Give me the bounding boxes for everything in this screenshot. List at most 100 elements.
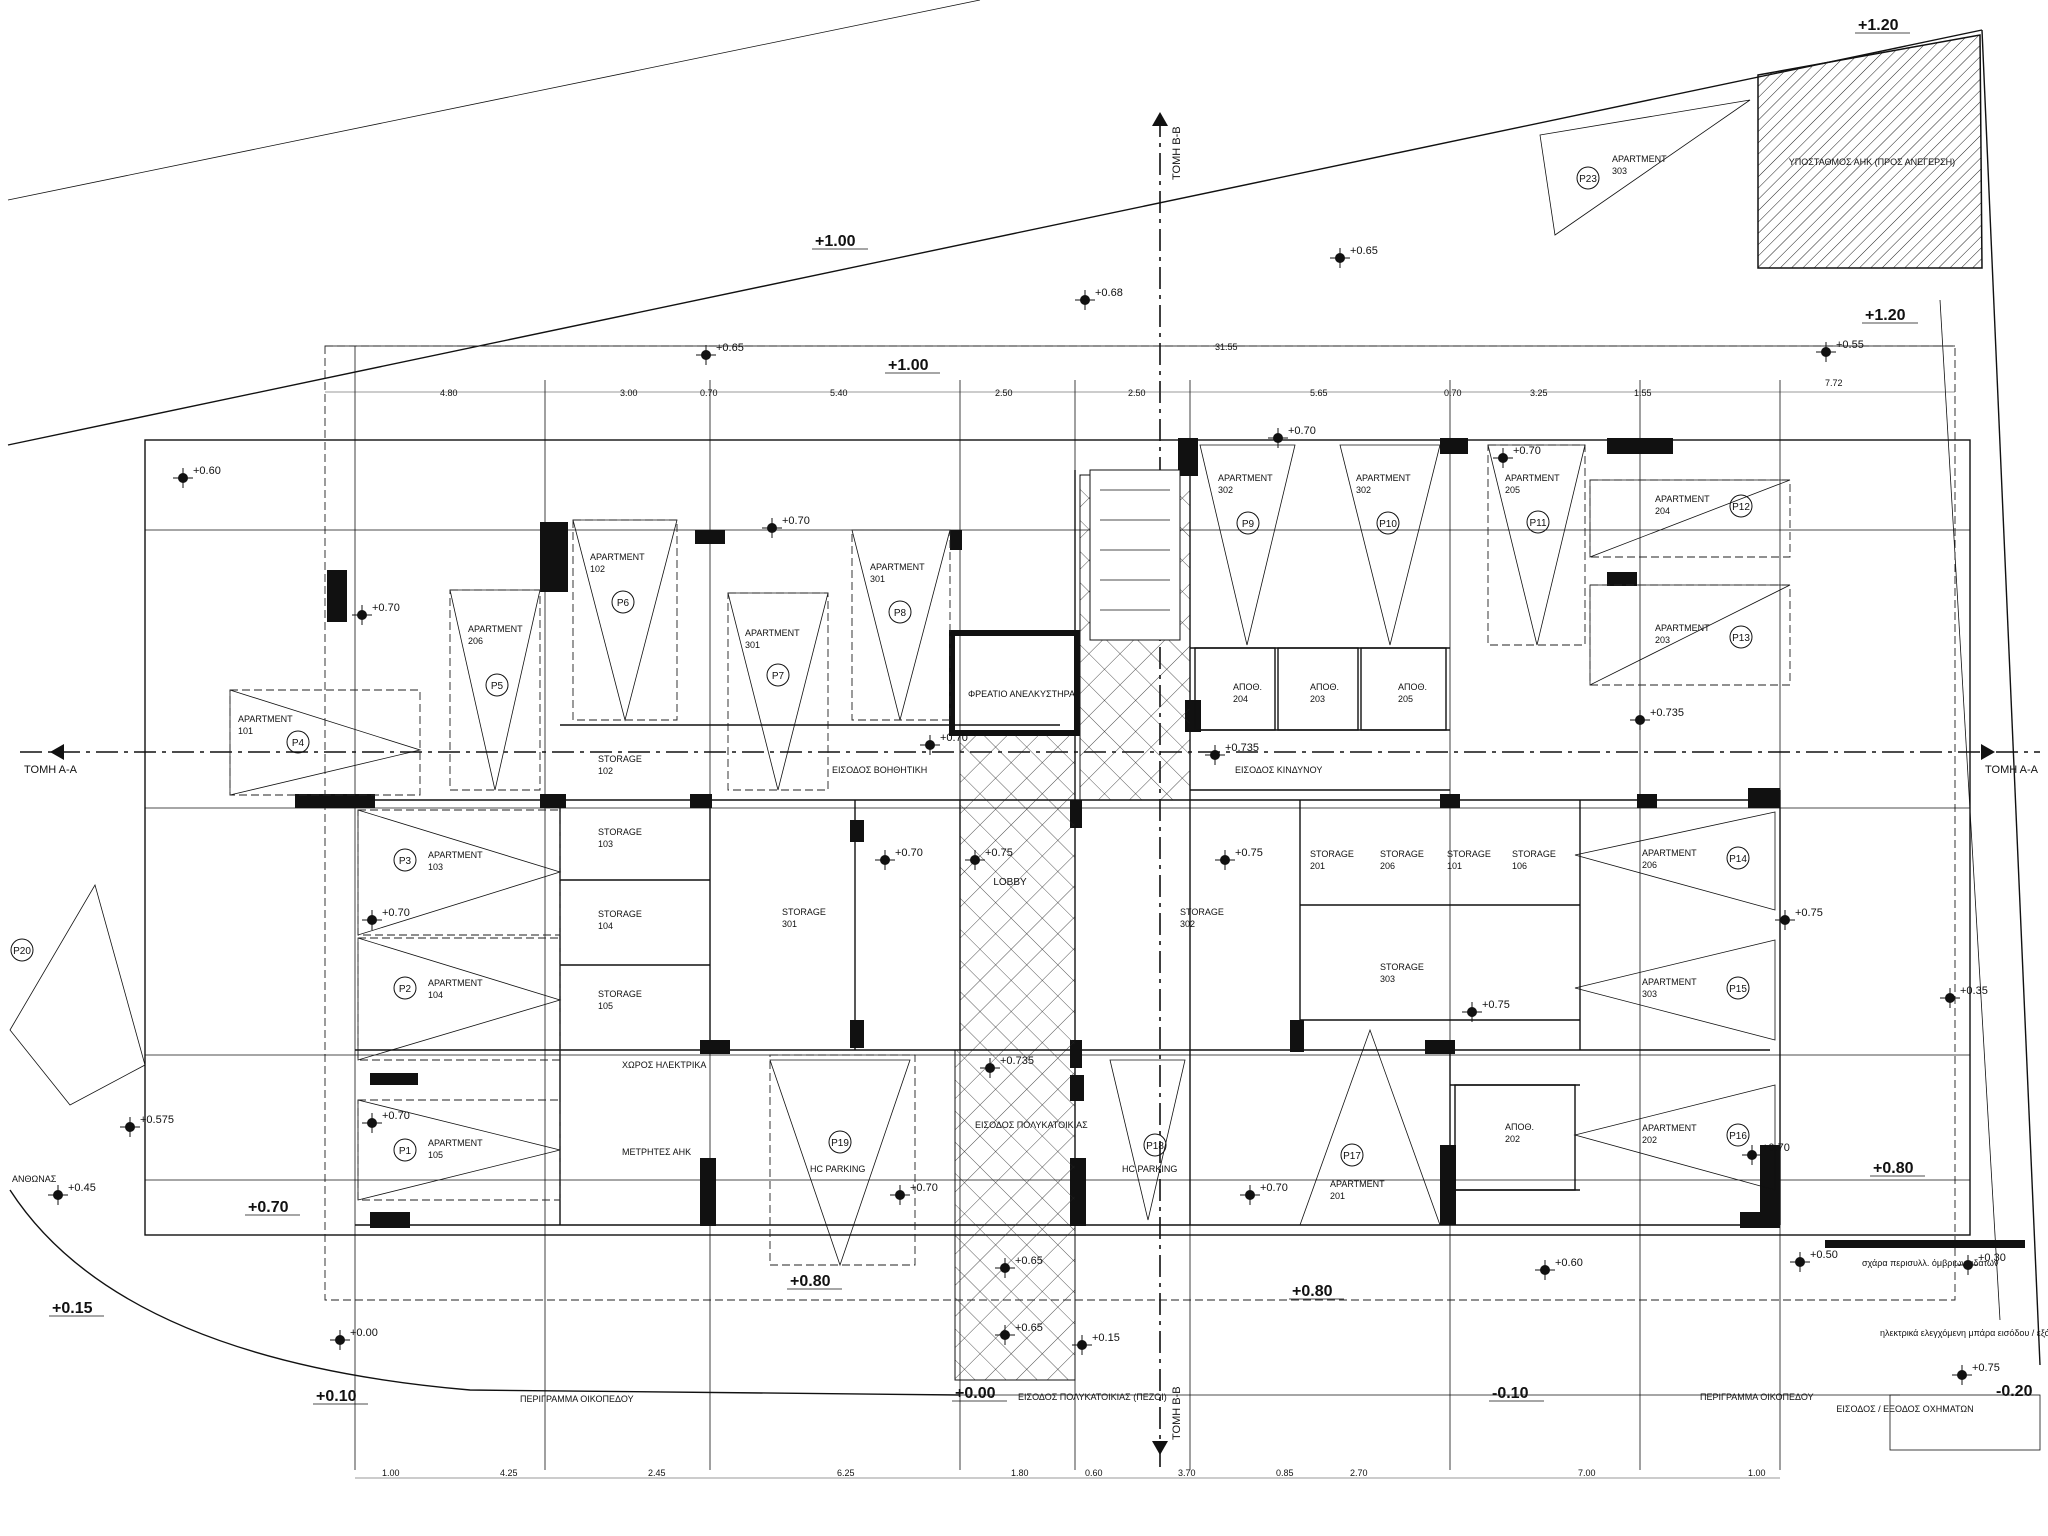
- svg-text:1.00: 1.00: [382, 1468, 400, 1478]
- svg-text:105: 105: [598, 1001, 613, 1011]
- svg-text:APARTMENT: APARTMENT: [1505, 473, 1560, 483]
- apoth-205: ΑΠΟΘ.205: [1398, 682, 1427, 704]
- parking-p23[interactable]: P23 APARTMENT 303: [1576, 154, 1667, 190]
- meters-label: ΜΕΤΡΗΤΕΣ ΑΗΚ: [622, 1147, 691, 1157]
- parking-p10[interactable]: P10 APARTMENT 302: [1356, 473, 1411, 535]
- spot-level: +0.75: [1215, 847, 1263, 870]
- svg-text:P5: P5: [491, 681, 504, 692]
- spot-level-value: +0.75: [1235, 847, 1263, 859]
- parking-p12[interactable]: P12 APARTMENT 204: [1655, 494, 1753, 518]
- svg-text:STORAGE: STORAGE: [782, 907, 826, 917]
- spot-level-value: +0.68: [1095, 287, 1123, 299]
- spot-level: +0.45: [48, 1182, 96, 1205]
- parking-p14[interactable]: P14 APARTMENT 206: [1642, 846, 1750, 870]
- svg-text:ΑΠΟΘ.: ΑΠΟΘ.: [1398, 682, 1427, 692]
- parking-p15[interactable]: P15 APARTMENT 303: [1642, 976, 1750, 1000]
- svg-text:202: 202: [1642, 1135, 1657, 1145]
- svg-text:7.00: 7.00: [1578, 1468, 1596, 1478]
- svg-text:STORAGE: STORAGE: [1447, 849, 1491, 859]
- parking-p13[interactable]: P13 APARTMENT 203: [1655, 623, 1753, 649]
- svg-text:APARTMENT: APARTMENT: [745, 628, 800, 638]
- spot-level: +0.70: [1493, 445, 1541, 468]
- svg-text:P16: P16: [1729, 1131, 1747, 1142]
- svg-text:101: 101: [238, 726, 253, 736]
- svg-text:206: 206: [1642, 860, 1657, 870]
- level-marker: +0.80: [1289, 1283, 1344, 1300]
- svg-text:3.00: 3.00: [620, 388, 638, 398]
- svg-text:206: 206: [1380, 861, 1395, 871]
- svg-text:APARTMENT: APARTMENT: [1356, 473, 1411, 483]
- spot-level: +0.65: [696, 342, 744, 365]
- spot-level: +0.55: [1816, 339, 1864, 362]
- svg-text:+1.20: +1.20: [1858, 17, 1899, 34]
- parking-p18[interactable]: P18 HC PARKING: [1122, 1133, 1177, 1174]
- svg-text:P9: P9: [1242, 519, 1255, 530]
- flowers-label: ΑΝΘΩΝΑΣ: [12, 1174, 57, 1184]
- spot-level-value: +0.735: [1650, 707, 1684, 719]
- parking-p6[interactable]: P6 APARTMENT 102: [590, 552, 645, 614]
- pedestrian-entrance-label: ΕΙΣΟΔΟΣ ΠΟΛΥΚΑΤΟΙΚΙΑΣ (ΠΕΖΟΙ): [1018, 1392, 1167, 1402]
- svg-text:P14: P14: [1729, 854, 1747, 865]
- svg-text:4.25: 4.25: [500, 1468, 518, 1478]
- svg-text:P19: P19: [831, 1138, 849, 1149]
- svg-text:302: 302: [1356, 485, 1371, 495]
- svg-text:HC PARKING: HC PARKING: [1122, 1164, 1177, 1174]
- spot-level-value: +0.35: [1960, 985, 1988, 997]
- parking-p9[interactable]: P9 APARTMENT 302: [1218, 473, 1273, 535]
- parking-p3[interactable]: P3 APARTMENT 103: [393, 848, 483, 872]
- parking-p17[interactable]: P17 APARTMENT 201: [1330, 1143, 1385, 1201]
- svg-text:APARTMENT: APARTMENT: [1655, 494, 1710, 504]
- parking-p7[interactable]: P7 APARTMENT 301: [745, 628, 800, 687]
- svg-text:P2: P2: [399, 984, 412, 995]
- parking-p4[interactable]: P4 APARTMENT 101: [238, 714, 310, 754]
- svg-text:P7: P7: [772, 671, 785, 682]
- svg-text:APARTMENT: APARTMENT: [1655, 623, 1710, 633]
- level-marker: +0.10: [313, 1388, 368, 1405]
- parking-p11[interactable]: P11 APARTMENT 205: [1505, 473, 1560, 534]
- spot-level-value: +0.70: [382, 1110, 410, 1122]
- svg-text:APARTMENT: APARTMENT: [428, 850, 483, 860]
- svg-text:301: 301: [745, 640, 760, 650]
- svg-text:+0.80: +0.80: [790, 1273, 831, 1290]
- svg-text:APARTMENT: APARTMENT: [1612, 154, 1667, 164]
- dimension-bottom: 1.00 4.25 2.45 6.25 1.80 0.60 3.70 0.85 …: [355, 1468, 1780, 1479]
- apoth-rooms: ΑΠΟΘ.204 ΑΠΟΘ.203 ΑΠΟΘ.205 ΑΠΟΘ.202: [1194, 647, 1576, 1191]
- spot-level-value: +0.735: [1000, 1055, 1034, 1067]
- svg-text:P15: P15: [1729, 984, 1747, 995]
- spot-level: +0.75: [1775, 907, 1823, 930]
- spot-level-value: +0.70: [382, 907, 410, 919]
- svg-text:201: 201: [1310, 861, 1325, 871]
- parking-p16[interactable]: P16 APARTMENT 202: [1642, 1123, 1750, 1147]
- svg-text:3.25: 3.25: [1530, 388, 1548, 398]
- parking-labels: P1 APARTMENT 105 P2 APARTMENT 104 P3 APA…: [10, 154, 1753, 1201]
- svg-text:P17: P17: [1343, 1151, 1361, 1162]
- level-marker: +0.70: [245, 1199, 300, 1216]
- svg-text:+0.10: +0.10: [316, 1388, 357, 1405]
- svg-text:P13: P13: [1732, 633, 1750, 644]
- parking-p2[interactable]: P2 APARTMENT 104: [393, 976, 483, 1000]
- vehicle-entrance-label: ΕΙΣΟΔΟΣ / ΕΞΟΔΟΣ ΟΧΗΜΑΤΩΝ: [1836, 1404, 1973, 1414]
- parking-p1[interactable]: P1 APARTMENT 105: [393, 1138, 483, 1162]
- level-marker: +1.20: [1855, 17, 1910, 34]
- parking-p20[interactable]: P20: [10, 938, 34, 962]
- spot-level: +0.70: [875, 847, 923, 870]
- spot-level: +0.00: [330, 1327, 378, 1350]
- spot-level-value: +0.00: [350, 1327, 378, 1339]
- svg-text:1.80: 1.80: [1011, 1468, 1029, 1478]
- svg-text:6.25: 6.25: [837, 1468, 855, 1478]
- parking-p8[interactable]: P8 APARTMENT 301: [870, 562, 925, 624]
- parking-p5[interactable]: P5 APARTMENT 206: [468, 624, 523, 697]
- spot-level: +0.735: [980, 1055, 1034, 1078]
- svg-text:P4: P4: [292, 738, 305, 749]
- parking-p19[interactable]: P19 HC PARKING: [810, 1130, 865, 1174]
- svg-text:+0.70: +0.70: [248, 1199, 289, 1216]
- circulation-hatch: LOBBY: [954, 469, 1191, 1381]
- spot-level: +0.735: [1630, 707, 1684, 730]
- svg-text:204: 204: [1233, 694, 1248, 704]
- svg-text:102: 102: [598, 766, 613, 776]
